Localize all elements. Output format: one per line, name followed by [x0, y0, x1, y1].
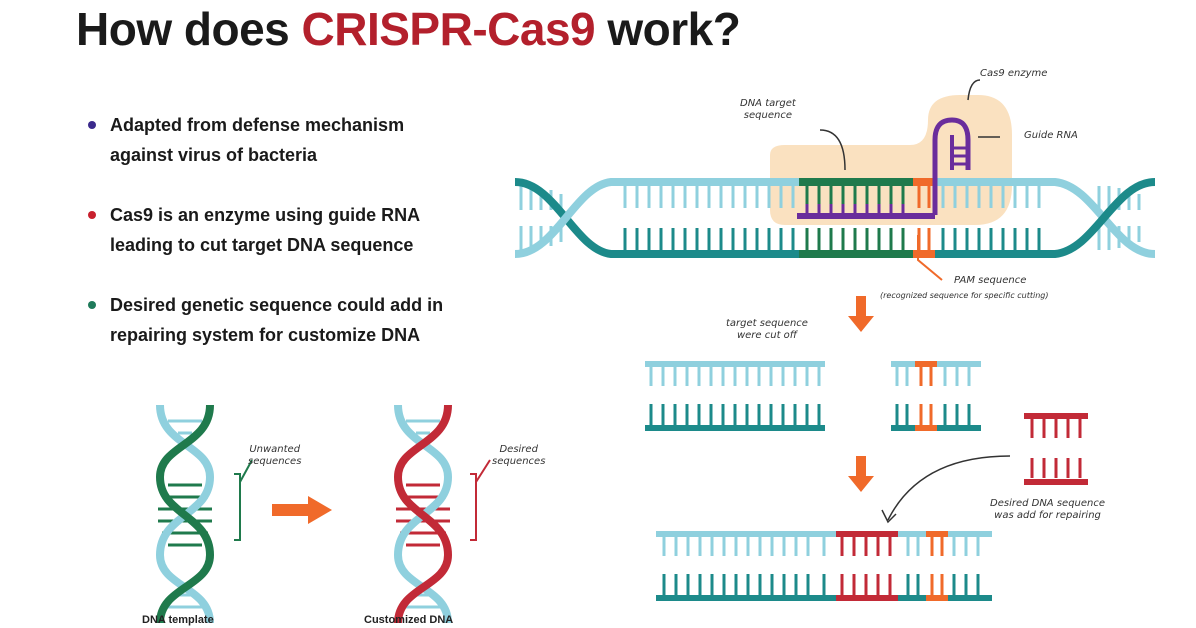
dna-target-sequence-label: DNA target sequence — [740, 98, 796, 121]
arrow-right-icon — [272, 496, 332, 524]
cas9-enzyme-label: Cas9 enzyme — [980, 68, 1048, 79]
customized-dna-caption: Customized DNA — [364, 614, 454, 626]
desired-sequences-label: Desired sequences — [492, 444, 546, 467]
bullet-dot — [88, 301, 96, 309]
curved-arrow-icon — [881, 455, 1011, 524]
bullet-item-cas9: Cas9 is an enzyme using guide RNA leadin… — [88, 200, 508, 260]
guide-rna-loop — [932, 117, 971, 215]
dna-template-caption: DNA template — [142, 614, 214, 626]
bullet-dot — [88, 211, 96, 219]
cut-dna-fragments — [645, 361, 981, 431]
bullet-item-defense: Adapted from defense mechanism against v… — [88, 110, 508, 170]
bullet-item-repair: Desired genetic sequence could add in re… — [88, 290, 508, 350]
dna-template-helix — [155, 404, 215, 624]
unwanted-sequences-label: Unwanted sequences — [248, 444, 302, 467]
label-leader-lines — [819, 79, 1000, 281]
unwanted-bracket — [234, 459, 253, 541]
title-suffix: work? — [595, 3, 741, 55]
desired-dna-added-label: Desired DNA sequence was add for repairi… — [990, 498, 1106, 521]
pam-sequence-note: (recognized sequence for specific cuttin… — [880, 291, 1049, 300]
page-title: How does CRISPR-Cas9 work? — [76, 2, 741, 56]
customized-dna-helix — [393, 404, 453, 624]
title-highlight: CRISPR-Cas9 — [301, 3, 596, 55]
repaired-dna — [656, 531, 992, 601]
bullet-text: Desired genetic sequence could add in — [110, 295, 444, 315]
bullet-text: repairing system for customize DNA — [110, 325, 421, 345]
bullet-list: Adapted from defense mechanism against v… — [88, 110, 508, 380]
dna-double-helix — [514, 178, 1156, 258]
bullet-text: against virus of bacteria — [110, 145, 318, 165]
bullet-dot — [88, 121, 96, 129]
desired-bracket — [470, 459, 491, 541]
title-prefix: How does — [76, 3, 302, 55]
desired-dna-fragment — [1024, 413, 1088, 485]
pam-sequence-label: PAM sequence — [954, 275, 1027, 286]
bullet-text: Adapted from defense mechanism — [110, 115, 405, 135]
target-cut-label: target sequence were cut off — [726, 318, 808, 341]
guide-rna-label: Guide RNA — [1024, 130, 1078, 141]
bullet-text: leading to cut target DNA sequence — [110, 235, 414, 255]
arrow-down-icon — [848, 296, 874, 332]
arrow-down-icon — [848, 456, 874, 492]
bullet-text: Cas9 is an enzyme using guide RNA — [110, 205, 421, 225]
